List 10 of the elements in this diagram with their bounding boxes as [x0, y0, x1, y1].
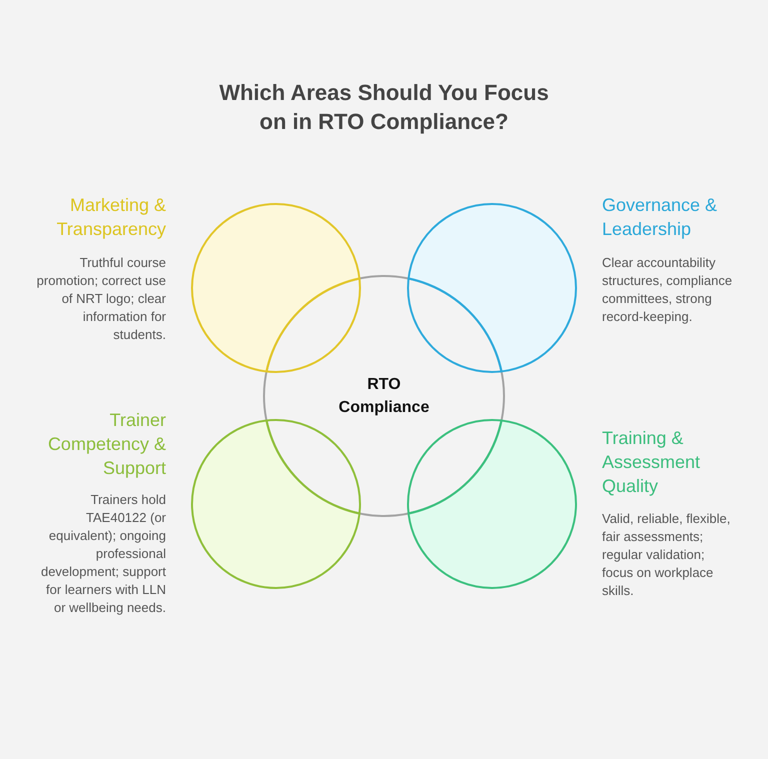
- category-heading: Marketing & Transparency: [56, 194, 166, 241]
- category-heading: Training & Assessment Quality: [602, 427, 702, 498]
- category-description: Clear accountability structures, compliance committees, strong record-keeping.: [602, 254, 734, 326]
- category-heading: Governance & Leadership: [602, 194, 718, 241]
- category-description: Trainers hold TAE40122 (or equivalent); ongoing professional development; support for learners with LLN or wellbeing needs.: [40, 491, 166, 617]
- category-description: Valid, reliable, flexible, fair assessments; regular validation; focus on workplace skills.: [602, 510, 732, 600]
- title: Which Areas Should You Focus on in RTO Compliance?: [218, 79, 550, 136]
- category-description: Truthful course promotion; correct use of NRT logo; clear information for students.: [36, 254, 166, 344]
- category-heading: Trainer Competency & Support: [46, 409, 166, 480]
- center-label: RTO Compliance: [338, 375, 430, 418]
